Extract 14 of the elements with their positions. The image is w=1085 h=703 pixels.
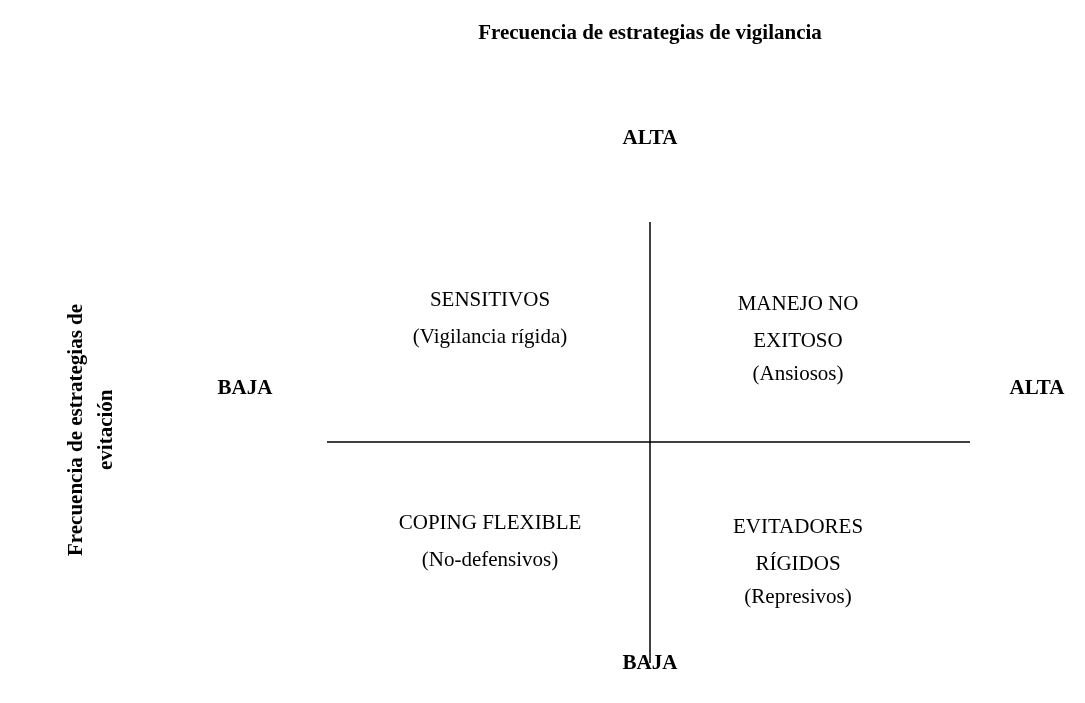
quadrant-title: MANEJO NO EXITOSO — [736, 290, 860, 354]
quadrant-subtitle: (Represivos) — [743, 583, 853, 610]
quadrant-subtitle: (Vigilancia rígida) — [411, 323, 569, 350]
quadrant-subtitle: (Ansiosos) — [751, 360, 845, 387]
quadrant-title: SENSITIVOS — [428, 286, 552, 313]
axis-title: Frecuencia de estrategias de vigilancia — [477, 19, 823, 46]
axis-end-label: BAJA — [216, 374, 274, 401]
quadrant-title: EVITADORES RÍGIDOS — [731, 513, 865, 577]
axis-end-label: ALTA — [621, 124, 679, 151]
axis-end-label: ALTA — [1008, 374, 1066, 401]
quadrant-title: COPING FLEXIBLE — [397, 509, 583, 536]
axis-title: Frecuencia de estrategias de evitación — [62, 302, 118, 559]
quadrant-subtitle: (No-defensivos) — [420, 546, 560, 573]
axis-end-label: BAJA — [621, 649, 679, 676]
